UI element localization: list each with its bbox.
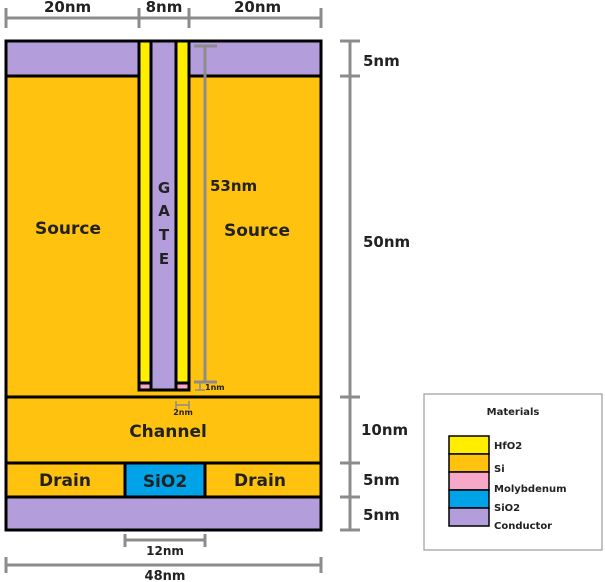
legend-swatch-molybdenum bbox=[448, 471, 490, 491]
channel-label: Channel bbox=[129, 422, 207, 442]
bottom-conductor bbox=[4, 495, 323, 532]
dim-top-left: 20nm bbox=[44, 0, 91, 16]
legend-label-conductor: Conductor bbox=[494, 521, 552, 532]
dim-right-channel: 10nm bbox=[361, 421, 408, 439]
legend: Materials HfO2 Si Molybdenum SiO2 Conduc… bbox=[423, 393, 603, 551]
gate-letter-t: T bbox=[159, 226, 170, 244]
dim-gate-height: 53nm bbox=[210, 177, 257, 195]
legend-swatch-conductor bbox=[448, 507, 490, 527]
gate-conductor bbox=[149, 39, 178, 392]
top-dimension: 20nm 8nm 20nm bbox=[4, 0, 323, 28]
dim-top-right: 20nm bbox=[234, 0, 281, 16]
legend-swatch-sio2 bbox=[448, 489, 490, 509]
source-right-label: Source bbox=[224, 221, 290, 241]
drain-right-region bbox=[203, 461, 323, 499]
dim-top-middle: 8nm bbox=[146, 0, 183, 16]
dim-right-bottom-conductor: 5nm bbox=[363, 506, 400, 524]
dim-total-width: 48nm bbox=[145, 569, 186, 582]
dim-moly-height: 1nm bbox=[205, 383, 225, 392]
legend-label-si: Si bbox=[494, 464, 505, 475]
gate-letter-g: G bbox=[158, 179, 170, 197]
sio2-label: SiO2 bbox=[143, 472, 187, 492]
dim-right-top-conductor: 5nm bbox=[363, 52, 400, 70]
gate-letter-a: A bbox=[158, 202, 170, 220]
molybdenum-left bbox=[137, 381, 153, 392]
drain-left-label: Drain bbox=[39, 471, 91, 491]
gate-letter-e: E bbox=[159, 250, 169, 268]
legend-swatch-hfo2 bbox=[448, 435, 490, 455]
drain-left-region bbox=[4, 461, 127, 499]
source-left-label: Source bbox=[35, 219, 101, 239]
dim-moly-width: 2nm bbox=[173, 408, 193, 417]
legend-label-sio2: SiO2 bbox=[494, 503, 520, 514]
hfo2-right bbox=[174, 39, 191, 385]
hfo2-left bbox=[137, 39, 153, 385]
sio2-region bbox=[123, 461, 207, 499]
legend-title: Materials bbox=[487, 407, 540, 418]
dim-sio2-width: 12nm bbox=[146, 544, 184, 558]
molybdenum-right bbox=[174, 381, 191, 392]
drain-right-label: Drain bbox=[234, 471, 286, 491]
legend-label-hfo2: HfO2 bbox=[494, 441, 522, 452]
legend-label-molybdenum: Molybdenum bbox=[494, 484, 567, 495]
right-dimension: 5nm 50nm 10nm 5nm 5nm bbox=[340, 39, 410, 532]
dim-right-drain: 5nm bbox=[363, 471, 400, 489]
dim-right-source: 50nm bbox=[363, 233, 410, 251]
gate-height-dimension: 53nm 1nm 2nm bbox=[173, 44, 257, 417]
bottom-dimension: 12nm 48nm bbox=[4, 534, 323, 582]
legend-swatch-si bbox=[448, 453, 490, 473]
